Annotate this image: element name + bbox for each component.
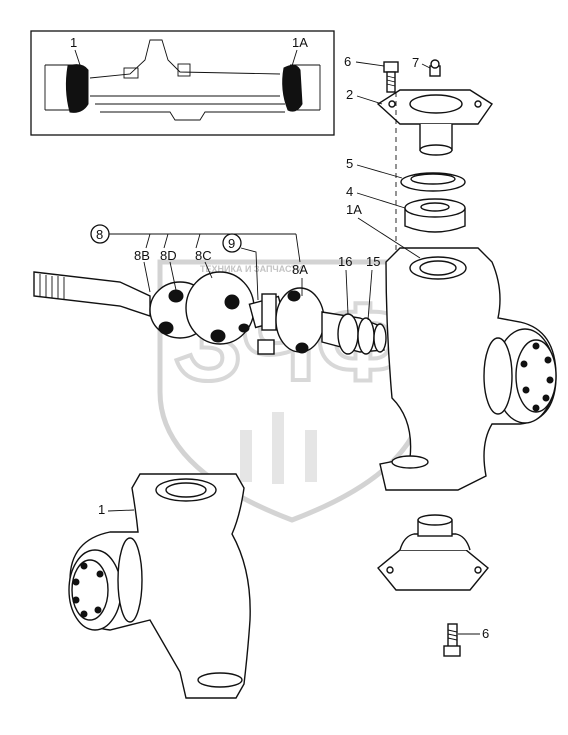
watermark-text: ТЕХНИКА И ЗАПЧАСТИ [200,264,303,274]
drive-shaft [33,271,387,355]
callout-1a-knuckle: 1A [346,202,362,217]
bearing-cap [376,89,493,156]
steering-knuckle-right [379,247,557,491]
callout-1-knuckle: 1 [98,502,105,517]
axle-overview-inset [30,30,335,136]
bearing [404,198,466,233]
steering-knuckle-left [68,473,251,699]
callout-4: 4 [346,184,353,199]
callout-6-bottom: 6 [482,626,489,641]
seal-ring [400,172,466,192]
callout-8b: 8B [134,248,150,263]
callout-9-circle [222,233,242,253]
knuckle-left-shaded [65,64,89,113]
bolt-bottom [443,623,461,657]
knuckle-right-shaded [282,64,303,112]
callout-5: 5 [346,156,353,171]
grease-fitting [429,59,441,77]
callout-1a: 1A [292,35,308,50]
callout-2: 2 [346,87,353,102]
bolt-top [383,61,399,93]
callout-7: 7 [412,55,419,70]
callout-8c: 8C [195,248,212,263]
callout-8d: 8D [160,248,177,263]
callout-8: 8 [96,227,103,242]
callout-15: 15 [366,254,380,269]
callout-9: 9 [228,236,235,251]
callout-1: 1 [70,35,77,50]
callout-6-top: 6 [344,54,351,69]
lower-pivot-cap [377,514,489,591]
inset-frame [30,30,335,136]
callout-16: 16 [338,254,352,269]
callout-8a: 8A [292,262,308,277]
